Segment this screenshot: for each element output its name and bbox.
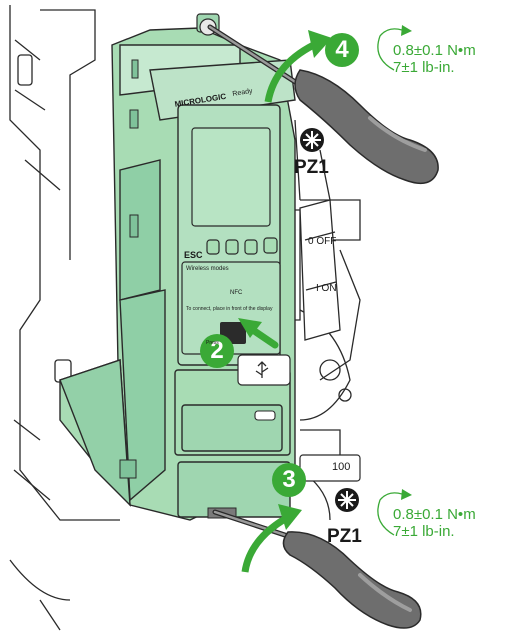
bit-label-bottom: PZ1 — [327, 526, 362, 547]
on-label: I ON — [316, 283, 337, 294]
phillips-bit-icon — [335, 488, 359, 512]
torque-arrow-icon — [377, 492, 403, 536]
press-label: Press — [206, 340, 219, 346]
usb-port — [237, 354, 291, 386]
torque-nm: 0.8±0.1 N•m — [393, 42, 476, 59]
breaker-handle — [299, 199, 341, 341]
step-badge-4: 4 — [325, 33, 359, 67]
counter-label: 100 — [332, 461, 351, 473]
keypad — [206, 237, 278, 255]
lcd-display — [191, 127, 271, 227]
counter-block — [299, 454, 361, 482]
torque-label-bottom: 0.8±0.1 N•m 7±1 lb-in. — [393, 506, 476, 540]
step-badge-2: 2 — [200, 334, 234, 368]
home-key[interactable] — [263, 237, 278, 254]
screwdriver-icon — [207, 24, 439, 185]
rotate-arrow-icon — [241, 504, 302, 573]
torque-arrow-icon — [377, 28, 403, 71]
key-2[interactable] — [225, 239, 239, 255]
esc-label: ESC — [184, 250, 203, 260]
wireless-label: Wireless modes — [186, 266, 229, 272]
key-1[interactable] — [206, 239, 220, 255]
bit-label-top: PZ1 — [294, 157, 329, 178]
screwdriver-icon — [212, 509, 422, 629]
phillips-bit-icon — [300, 128, 324, 152]
torque-lbin: 7±1 lb-in. — [393, 523, 455, 540]
key-3[interactable] — [244, 239, 258, 255]
torque-lbin: 7±1 lb-in. — [393, 59, 455, 76]
usb-icon — [255, 361, 269, 378]
off-label: 0 OFF — [308, 236, 337, 247]
rotate-arrow-icon — [264, 30, 332, 103]
step-badge-3: 3 — [272, 463, 306, 497]
press-arrow-icon — [238, 318, 279, 349]
torque-nm: 0.8±0.1 N•m — [393, 506, 476, 523]
torque-label-top: 0.8±0.1 N•m 7±1 lb-in. — [393, 42, 476, 76]
test-port — [254, 410, 276, 421]
connect-hint: To connect, place in front of the displa… — [186, 306, 273, 312]
nfc-label: NFC — [230, 290, 243, 296]
